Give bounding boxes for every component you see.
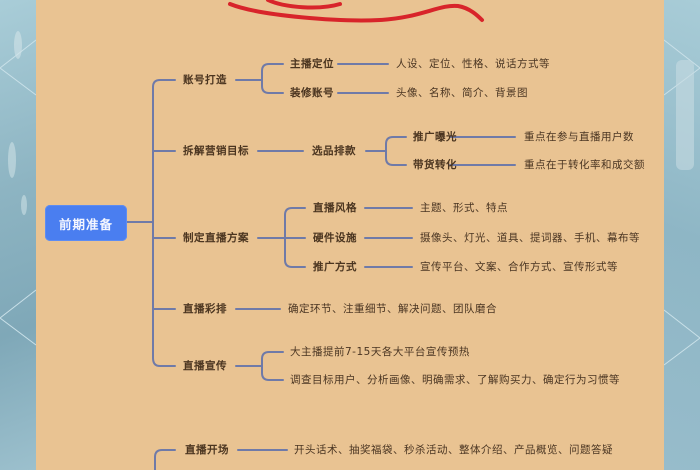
geometric-line-decoration-icon [664, 39, 700, 366]
geometric-line-decoration-icon [0, 31, 36, 346]
branch-node-account-building[interactable]: 账号打造 [183, 74, 227, 86]
right-background-panel [664, 0, 700, 470]
red-scribble-annotation-icon [228, 0, 484, 23]
subnode-live-style[interactable]: 直播风格 [313, 202, 357, 214]
subnode-account-decoration[interactable]: 装修账号 [290, 87, 334, 99]
root-node[interactable]: 前期准备 [45, 205, 127, 241]
mindmap-canvas [36, 0, 664, 470]
branch-node-marketing-goals[interactable]: 拆解营销目标 [183, 145, 249, 157]
branch-node-live-opening[interactable]: 直播开场 [185, 444, 229, 456]
subnode-hardware[interactable]: 硬件设施 [313, 232, 357, 244]
branch-node-live-plan[interactable]: 制定直播方案 [183, 232, 249, 244]
leaf-rehearsal-detail: 确定环节、注重细节、解决问题、团队磨合 [288, 303, 497, 315]
leaf-live-promotion-detail-2: 调查目标用户、分析画像、明确需求、了解购买力、确定行为习惯等 [290, 374, 620, 386]
left-background-panel [0, 0, 36, 470]
subnode-anchor-positioning[interactable]: 主播定位 [290, 58, 334, 70]
leaf-live-opening-detail: 开头话术、抽奖福袋、秒杀活动、整体介绍、产品概览、问题答疑 [294, 444, 613, 456]
leaf-promotion-exposure-detail: 重点在参与直播用户数 [524, 131, 634, 143]
subnode-promotion-exposure[interactable]: 推广曝光 [413, 131, 457, 143]
leaf-anchor-positioning-detail: 人设、定位、性格、说话方式等 [396, 58, 550, 70]
root-node-label: 前期准备 [58, 216, 113, 232]
leaf-live-style-detail: 主题、形式、特点 [420, 202, 508, 214]
leaf-live-promotion-detail-1: 大主播提前7-15天各大平台宣传预热 [290, 346, 470, 358]
subnode-sales-conversion[interactable]: 带货转化 [413, 159, 457, 171]
leaf-account-decoration-detail: 头像、名称、简介、背景图 [396, 87, 528, 99]
leaf-hardware-detail: 摄像头、灯光、道具、提词器、手机、幕布等 [420, 232, 640, 244]
leaf-promotion-method-detail: 宣传平台、文案、合作方式、宣传形式等 [420, 261, 618, 273]
branch-node-rehearsal[interactable]: 直播彩排 [183, 303, 227, 315]
leaf-sales-conversion-detail: 重点在于转化率和成交额 [524, 159, 645, 171]
subnode-product-selection[interactable]: 选品排款 [312, 145, 356, 157]
subnode-promotion-method[interactable]: 推广方式 [313, 261, 357, 273]
branch-node-live-promotion[interactable]: 直播宣传 [183, 360, 227, 372]
